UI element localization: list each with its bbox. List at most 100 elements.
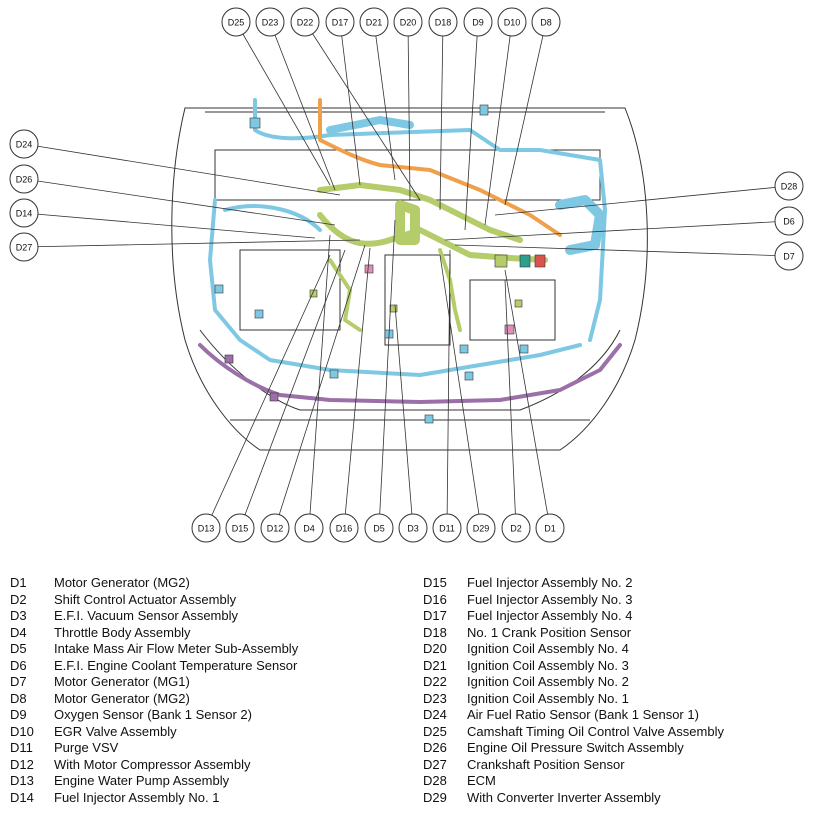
legend-description: Ignition Coil Assembly No. 3 [467, 657, 629, 673]
callout-label: D6 [783, 217, 795, 227]
callout-circle [191, 513, 221, 543]
legend-code: D25 [423, 723, 447, 739]
legend-code: D26 [423, 740, 447, 755]
callout-d9: D9 [463, 7, 493, 231]
leader-line [407, 21, 411, 201]
callout-circle [463, 7, 493, 37]
legend-code: D22 [423, 674, 447, 689]
legend-description: Ignition Coil Assembly No. 2 [467, 674, 629, 689]
callout-label: D25 [228, 18, 245, 28]
callout-circle [260, 513, 290, 543]
callout-label: D12 [267, 524, 284, 534]
legend-description: Motor Generator (MG2) [54, 575, 190, 590]
legend-item: D1 Motor Generator (MG2) [10, 575, 410, 592]
legend-code: D18 [423, 624, 447, 640]
legend-description: Camshaft Timing Oil Control Valve Assemb… [467, 723, 724, 739]
callout-circle [774, 206, 804, 236]
callout-circle [294, 513, 324, 543]
callout-circle [255, 7, 285, 37]
leader-line [23, 143, 341, 196]
callout-label: D24 [16, 140, 33, 150]
callout-circle [329, 513, 359, 543]
callout-circle [9, 198, 39, 228]
legend-description: With Motor Compressor Assembly [54, 756, 251, 772]
leader-line [484, 21, 513, 226]
callout-circle [225, 513, 255, 543]
legend-code: D5 [10, 641, 27, 656]
leader-line [205, 254, 331, 529]
leader-line [394, 304, 414, 529]
callout-circle [428, 7, 458, 37]
legend-item: D13 Engine Water Pump Assembly [10, 773, 410, 790]
leader-line [23, 212, 316, 239]
callout-label: D7 [783, 252, 795, 262]
callout-circle [398, 513, 428, 543]
legend-code: D15 [423, 575, 447, 590]
leader-line [239, 249, 346, 529]
callout-label: D27 [16, 243, 33, 253]
callout-d10: D10 [484, 7, 527, 226]
callout-d25: D25 [221, 7, 331, 186]
legend-description: E.F.I. Engine Coolant Temperature Sensor [54, 657, 298, 673]
legend-description: Throttle Body Assembly [54, 624, 191, 640]
legend-item: D26 Engine Oil Pressure Switch Assembly [423, 740, 813, 757]
leader-line [274, 244, 366, 529]
callout-label: D15 [232, 524, 249, 534]
callout-d6: D6 [444, 206, 804, 241]
callout-label: D28 [781, 182, 798, 192]
legend-description: EGR Valve Assembly [54, 723, 177, 739]
legend-description: Intake Mass Air Flow Meter Sub-Assembly [54, 641, 299, 656]
callout-d16: D16 [329, 247, 371, 543]
callout-circle [531, 7, 561, 37]
wiring-harness [198, 98, 622, 404]
leader-line [235, 21, 331, 186]
callout-d14: D14 [9, 198, 316, 239]
leader-line [464, 21, 479, 231]
leader-line [454, 244, 790, 257]
callout-d12: D12 [260, 244, 366, 543]
legend-description: Ignition Coil Assembly No. 1 [467, 690, 629, 706]
legend-description: Fuel Injector Assembly No. 3 [467, 591, 633, 607]
callout-circle [9, 232, 39, 262]
legend-code: D12 [10, 756, 34, 772]
legend-description: With Converter Inverter Assembly [467, 789, 661, 805]
callout-circle [364, 513, 394, 543]
leader-line [269, 21, 336, 191]
legend-description: Engine Oil Pressure Switch Assembly [467, 740, 684, 755]
callout-d23: D23 [255, 7, 336, 191]
legend-description: Air Fuel Ratio Sensor (Bank 1 Sensor 1) [467, 707, 699, 722]
callout-d15: D15 [225, 249, 346, 543]
callout-d13: D13 [191, 254, 331, 543]
legend-code: D13 [10, 773, 34, 788]
legend-description: No. 1 Crank Position Sensor [467, 624, 632, 640]
callout-label: D23 [262, 18, 279, 28]
legend-item: D9 Oxygen Sensor (Bank 1 Sensor 2) [10, 707, 410, 724]
legend-description: Oxygen Sensor (Bank 1 Sensor 2) [54, 707, 252, 722]
legend-item: D23 Ignition Coil Assembly No. 1 [423, 691, 813, 708]
callout-circle [325, 7, 355, 37]
legend-description: Crankshaft Position Sensor [467, 756, 625, 772]
callout-d11: D11 [432, 249, 462, 543]
legend-code: D1 [10, 575, 27, 590]
legend-description: Motor Generator (MG2) [54, 690, 190, 706]
legend-description: Purge VSV [54, 740, 119, 755]
leader-line [504, 279, 517, 529]
callout-d1: D1 [504, 269, 565, 543]
legend-code: D21 [423, 657, 447, 673]
callout-label: D9 [472, 18, 484, 28]
legend-description: Ignition Coil Assembly No. 4 [467, 641, 629, 656]
legend-code: D23 [423, 690, 447, 706]
legend-description: Engine Water Pump Assembly [54, 773, 230, 788]
legend-code: D9 [10, 707, 27, 722]
leader-line [23, 178, 336, 226]
legend-item: D21 Ignition Coil Assembly No. 3 [423, 658, 813, 675]
